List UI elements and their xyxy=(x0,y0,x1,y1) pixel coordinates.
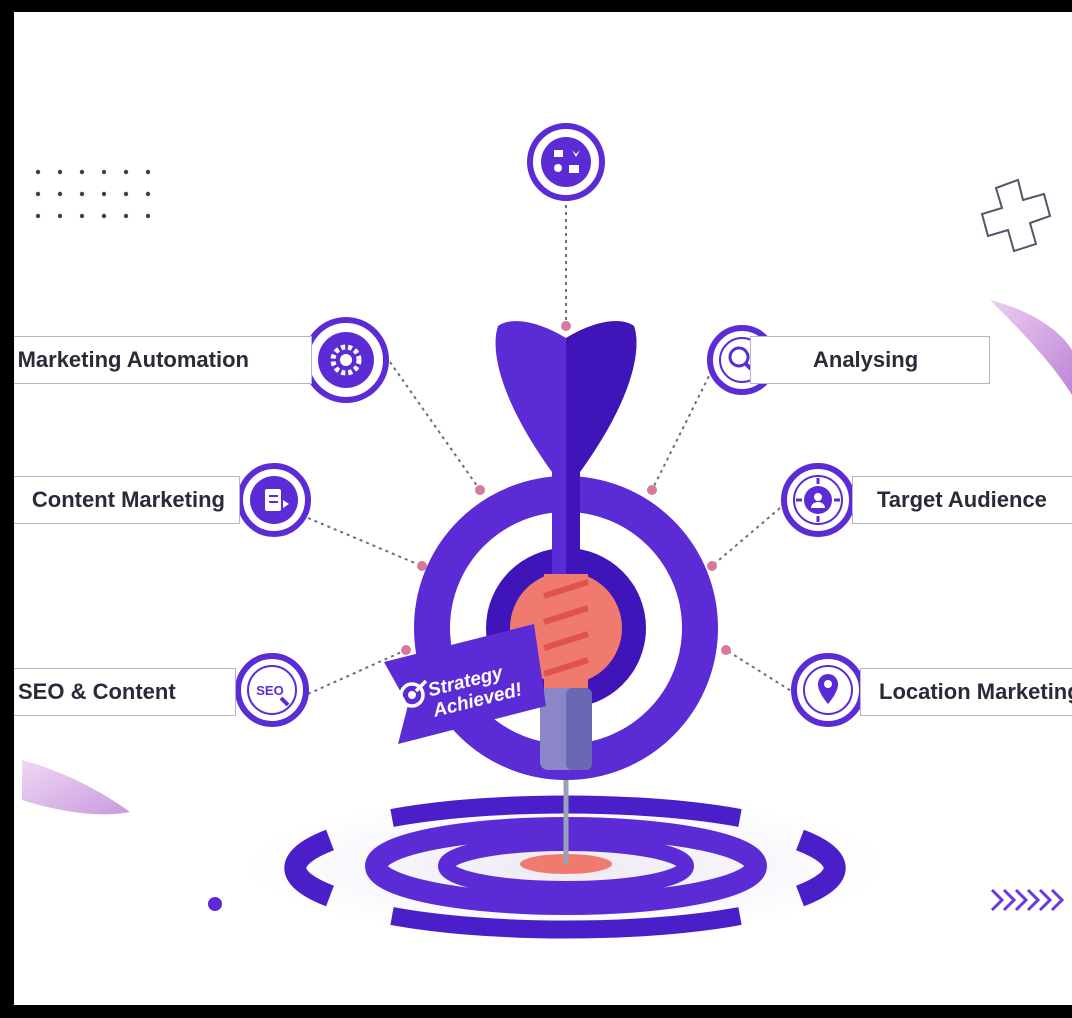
label-seo-content: SEO & Content xyxy=(14,668,236,716)
label-target-audience: Target Audience xyxy=(852,476,1072,524)
diagram-graphics: SEO xyxy=(22,123,1072,939)
label-seo-content-text: SEO & Content xyxy=(18,679,176,704)
diagram-frame: SEO Marketing Automation Analysing Conte… xyxy=(14,12,1072,1005)
location-pin-icon xyxy=(791,653,865,727)
label-analysing-text: Analysing xyxy=(813,347,919,372)
clipboard-icon xyxy=(237,463,311,537)
chat-icon xyxy=(527,123,605,201)
label-target-audience-text: Target Audience xyxy=(877,487,1047,512)
audience-icon xyxy=(781,463,855,537)
label-location-marketing: Location Marketing xyxy=(860,668,1072,716)
dart xyxy=(495,321,637,770)
seo-icon-text: SEO xyxy=(256,683,283,698)
ribbon-decoration-left xyxy=(22,760,130,815)
label-analysing: Analysing xyxy=(750,336,990,384)
diagram-canvas: SEO Marketing Automation Analysing Conte… xyxy=(14,12,1072,1005)
label-location-marketing-text: Location Marketing xyxy=(879,679,1072,704)
connector-dots xyxy=(401,321,731,655)
dot-grid-decoration xyxy=(35,169,151,219)
connector-lines xyxy=(307,198,797,695)
chevrons-decoration xyxy=(990,888,1065,912)
target-check-icon xyxy=(399,679,428,708)
label-marketing-automation: Marketing Automation xyxy=(14,336,312,384)
ribbon-decoration-right xyxy=(990,300,1072,395)
label-marketing-automation-text: Marketing Automation xyxy=(17,347,249,372)
label-content-marketing-text: Content Marketing xyxy=(31,487,225,512)
strategy-badge xyxy=(384,624,546,744)
label-content-marketing: Content Marketing xyxy=(14,476,240,524)
purple-dot-decoration xyxy=(208,897,222,911)
seo-icon: SEO xyxy=(235,653,309,727)
gear-icon xyxy=(303,317,389,403)
plus-outline-decoration xyxy=(980,178,1052,253)
